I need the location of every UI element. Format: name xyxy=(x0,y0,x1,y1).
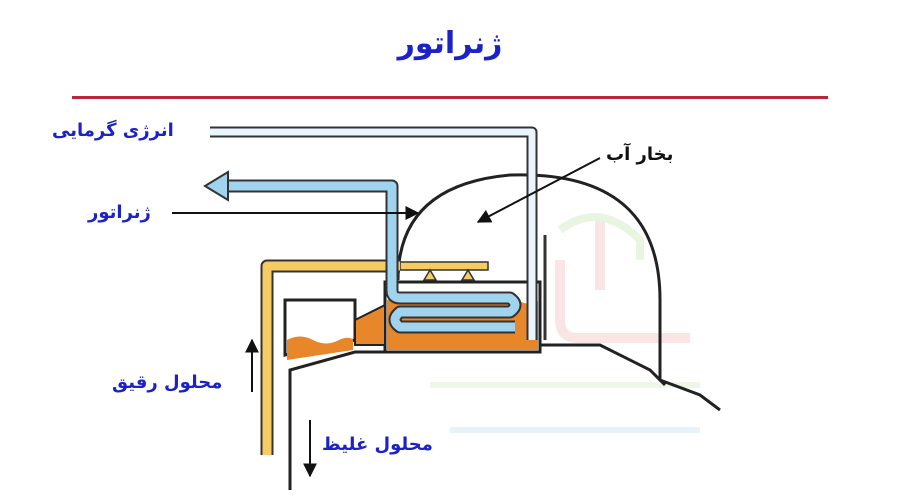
concentrated-solution-label: محلول غلیظ xyxy=(322,434,433,455)
dilute-solution-label: محلول رقیق xyxy=(112,372,223,393)
yellow-solution-pipe xyxy=(260,259,400,455)
generator-label: ژنراتور xyxy=(88,202,151,223)
title-underline xyxy=(72,96,828,99)
heat-energy-label: انرژی گرمایی xyxy=(52,120,174,141)
lower-housing-outline xyxy=(288,343,667,490)
spray-bar xyxy=(399,261,489,271)
water-vapor-label: بخار آب xyxy=(606,144,674,165)
water-vapor-pointer xyxy=(476,157,601,223)
page-title: ژنراتور xyxy=(397,26,503,61)
watermark xyxy=(430,213,700,433)
outflow-arrowhead xyxy=(203,170,229,202)
dilute-solution-liquid xyxy=(287,336,353,360)
